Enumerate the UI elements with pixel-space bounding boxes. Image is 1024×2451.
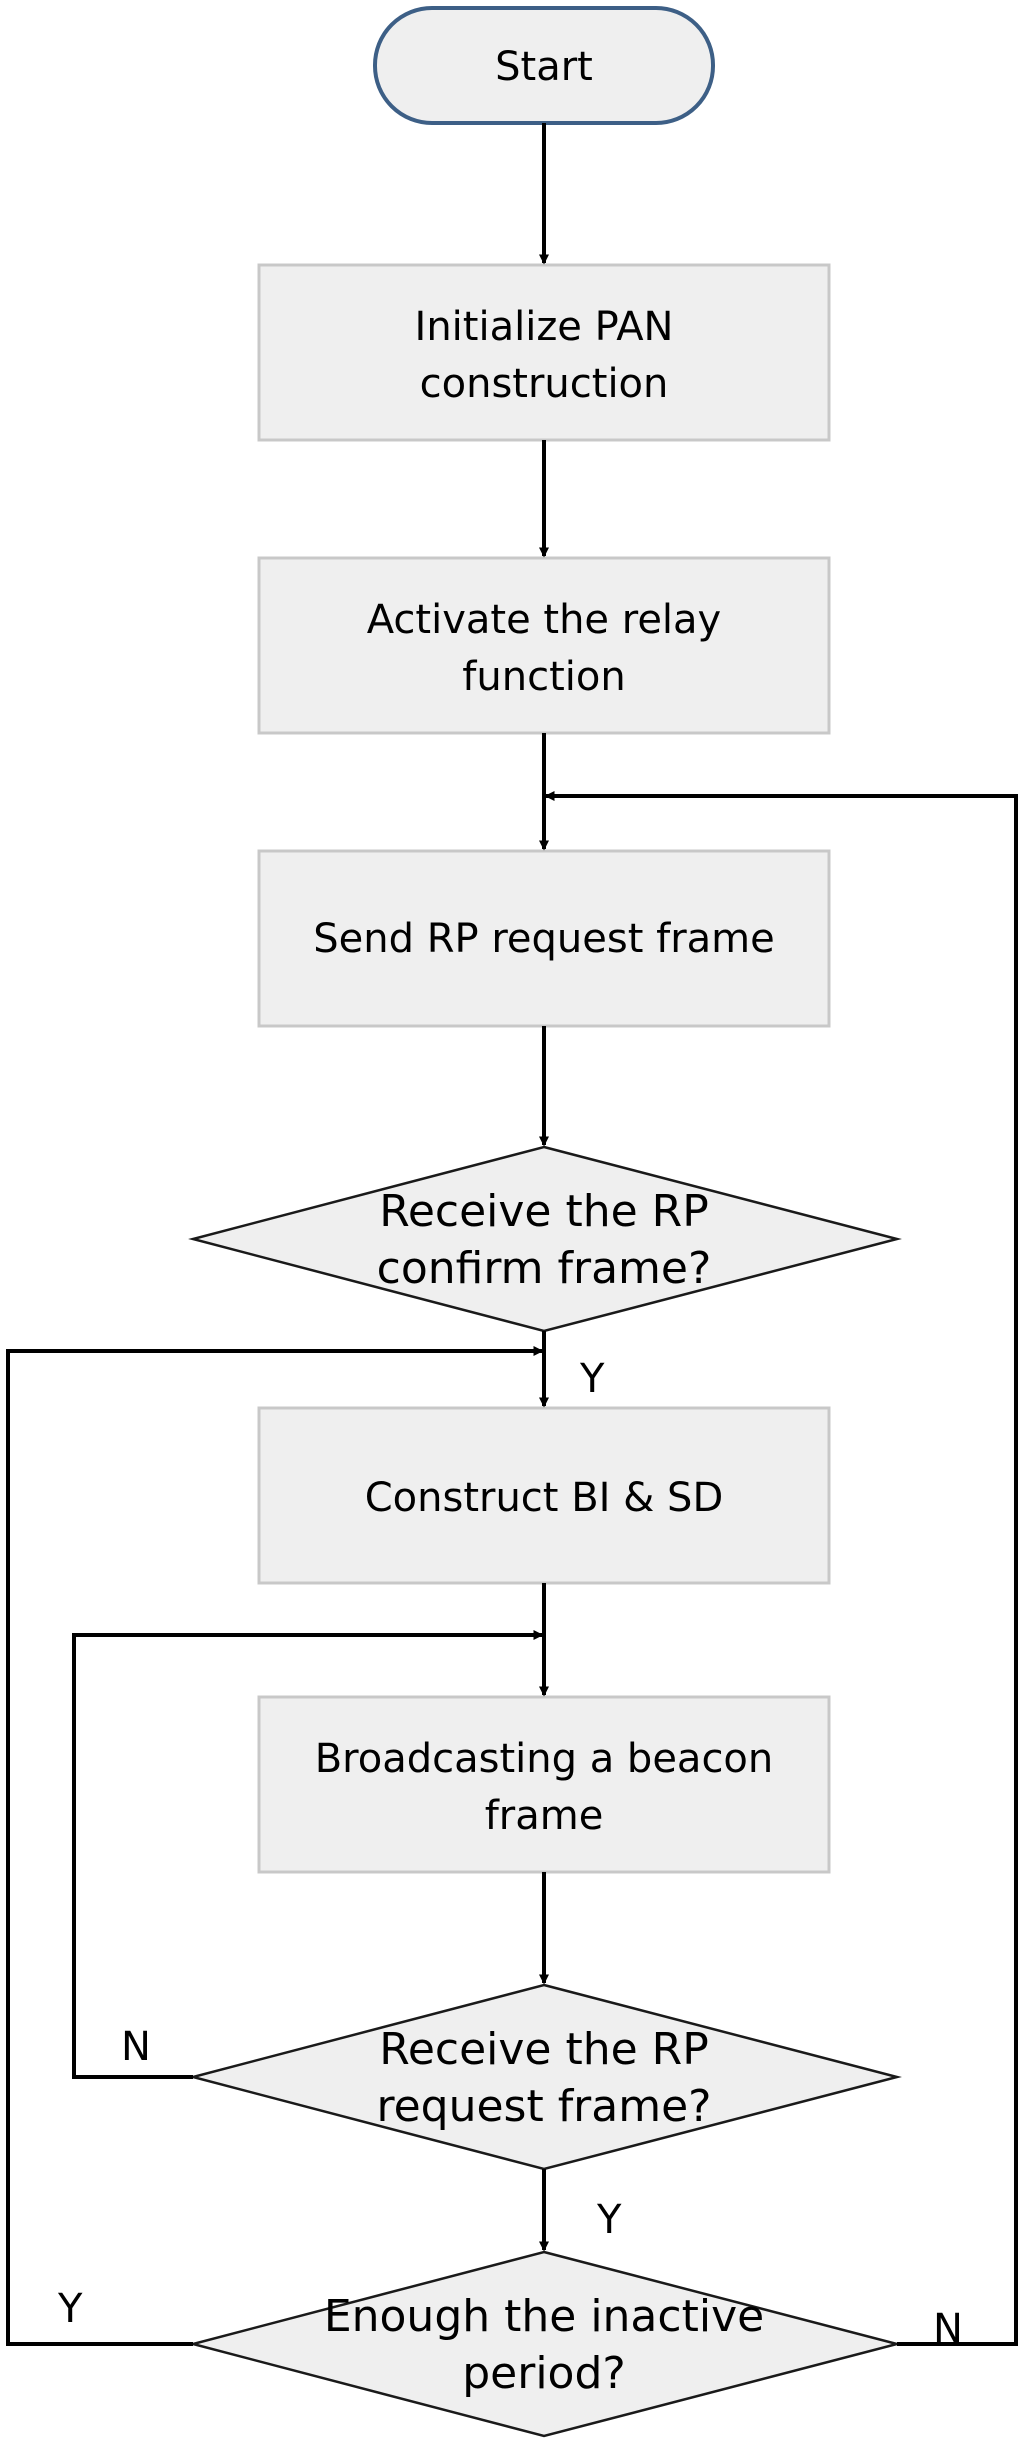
start-label: Start — [495, 44, 593, 90]
initialize-pan-line2: construction — [420, 361, 669, 407]
loop-enough-no — [544, 791, 1018, 2346]
decision-enough-line2: period? — [462, 2348, 626, 2399]
initialize-pan-step: Initialize PAN construction — [257, 263, 831, 442]
activate-relay-line1: Activate the relay — [367, 597, 721, 643]
label-request-yes: Y — [596, 2197, 622, 2243]
label-enough-no: N — [933, 2306, 963, 2352]
decision-enough-line1: Enough the inactive — [324, 2291, 764, 2342]
decision-request-line1: Receive the RP — [379, 2024, 709, 2075]
decision-confirm-frame: Receive the RP confirm frame? — [188, 1145, 902, 1333]
loop-request-no — [72, 1630, 544, 2079]
loop-enough-yes — [6, 1346, 544, 2346]
decision-confirm-line2: confirm frame? — [377, 1243, 712, 1294]
send-rp-request-step: Send RP request frame — [257, 849, 831, 1028]
label-confirm-yes: Y — [579, 1356, 605, 1402]
decision-enough-period: Enough the inactive period? — [188, 2250, 902, 2438]
decision-confirm-line1: Receive the RP — [379, 1186, 709, 1237]
broadcast-beacon-line2: frame — [485, 1793, 604, 1839]
start-node: Start — [373, 6, 715, 125]
label-enough-yes: Y — [57, 2286, 83, 2332]
decision-request-line2: request frame? — [376, 2081, 711, 2132]
decision-request-frame: Receive the RP request frame? — [188, 1983, 902, 2171]
send-rp-request-label: Send RP request frame — [313, 916, 774, 962]
broadcast-beacon-step: Broadcasting a beacon frame — [257, 1695, 831, 1874]
construct-bi-sd-label: Construct BI & SD — [365, 1475, 724, 1521]
label-request-no: N — [121, 2024, 151, 2070]
broadcast-beacon-line1: Broadcasting a beacon — [315, 1736, 774, 1782]
activate-relay-step: Activate the relay function — [257, 556, 831, 735]
activate-relay-line2: function — [462, 654, 625, 700]
construct-bi-sd-step: Construct BI & SD — [257, 1406, 831, 1585]
initialize-pan-line1: Initialize PAN — [415, 304, 674, 350]
